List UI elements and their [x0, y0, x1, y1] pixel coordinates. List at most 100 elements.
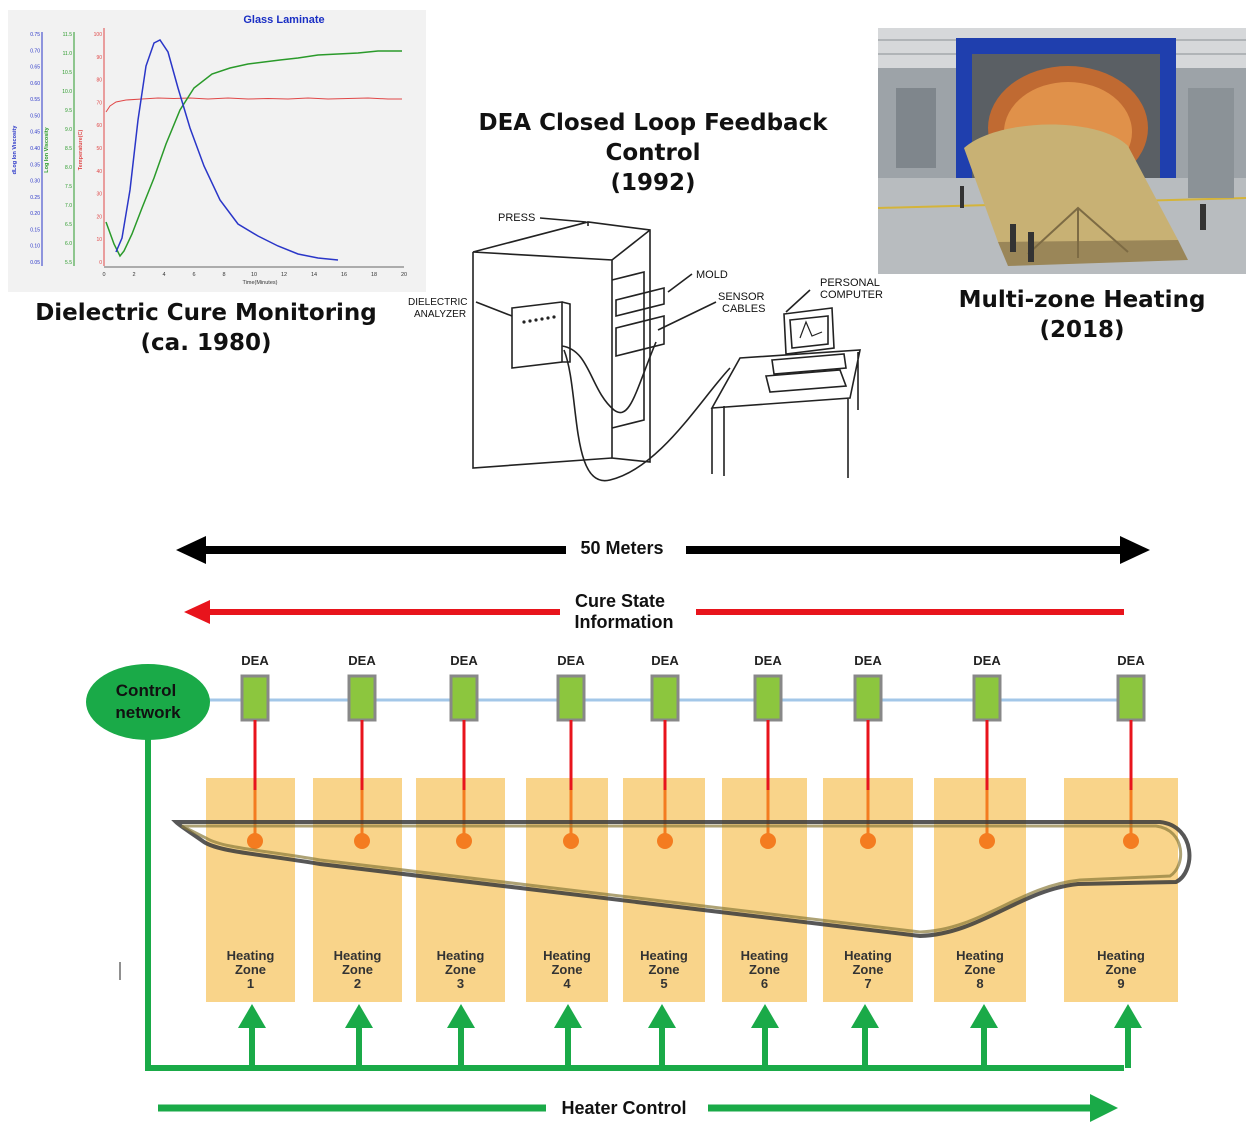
y2-tick-label: 9.5: [65, 108, 72, 114]
dea-label: DEA: [348, 653, 376, 668]
heating-caption: Multi-zone Heating (2018): [916, 285, 1248, 345]
x-tick-label: 8: [222, 272, 225, 278]
part-outline: [171, 820, 1192, 939]
dea-box: [1116, 674, 1146, 722]
dea-label: DEA: [450, 653, 478, 668]
y1-tick-label: 0.55: [30, 97, 40, 103]
y3-tick-label: 0: [99, 260, 102, 266]
cure-caption-line1: Dielectric Cure Monitoring: [35, 300, 377, 326]
heater-control-arrow: Heater Control: [158, 1094, 1118, 1122]
heating-zone-label: Heating: [640, 948, 688, 963]
heater-arrow-head: [970, 1004, 998, 1028]
pc-table: [710, 349, 861, 478]
dea-box: [853, 674, 883, 722]
heating-zone-label: Zone: [964, 962, 995, 977]
press-opening: [611, 270, 645, 429]
sensor-label-2: CABLES: [722, 303, 765, 315]
heater-arrow-head: [851, 1004, 879, 1028]
heating-zone-label: 7: [864, 976, 871, 991]
heating-zone-label: 1: [247, 976, 254, 991]
heating-zone-label: Zone: [749, 962, 780, 977]
heating-zones: HeatingZone1HeatingZone2HeatingZone3Heat…: [206, 653, 1178, 1068]
analyzer-label-2: ANALYZER: [414, 309, 466, 320]
dea-sensor-9: DEA: [1116, 653, 1146, 849]
dea-caption-line3: (1992): [610, 170, 696, 196]
heating-zone-label: Zone: [235, 962, 266, 977]
dea-sensor-point: [247, 833, 263, 849]
dea-box: [240, 674, 270, 722]
y-axis-label-deriv: dLog Ion Viscosity: [12, 125, 18, 175]
heater-arrow-head: [1114, 1004, 1142, 1028]
y3-tick-label: 10: [96, 237, 102, 243]
dea-system-drawing: PRESS MOLD SENSOR CABLES PERSONAL COMPUT…: [408, 212, 883, 482]
dea-sensor-2: DEA: [347, 653, 377, 849]
y1-tick-label: 0.15: [30, 227, 40, 233]
dea-sensor-point: [860, 833, 876, 849]
y1-tick-label: 0.30: [30, 179, 40, 185]
y1-tick-label: 0.65: [30, 65, 40, 71]
dea-label: DEA: [651, 653, 679, 668]
dea-box: [753, 674, 783, 722]
dea-label: DEA: [557, 653, 585, 668]
dea-box: [650, 674, 680, 722]
heating-zone-label: Heating: [437, 948, 485, 963]
length-arrow: 50 Meters: [176, 536, 1150, 564]
heating-zone-label: 9: [1117, 976, 1124, 991]
analyzer-box: [511, 301, 571, 369]
dea-sensor-4: DEA: [556, 653, 586, 849]
heater-arrow-head: [751, 1004, 779, 1028]
dea-sensor-point: [657, 833, 673, 849]
heater-arrow-head: [345, 1004, 373, 1028]
y1-tick-label: 0.50: [30, 113, 40, 119]
dea-sensor-point: [1123, 833, 1139, 849]
heating-caption-line1: Multi-zone Heating: [958, 287, 1206, 313]
dea-label: DEA: [973, 653, 1001, 668]
mold: [615, 286, 665, 358]
dea-sensor-6: DEA: [753, 653, 783, 849]
viscosity-curve: [105, 50, 402, 258]
cure-state-label-1: Cure State: [575, 591, 665, 611]
y2-tick-label: 6.0: [65, 241, 72, 247]
chart-title: Glass Laminate: [243, 14, 324, 26]
sensor-cable: [561, 341, 657, 414]
y2-tick-label: 7.0: [65, 203, 72, 209]
dea-sensor-point: [456, 833, 472, 849]
dea-sensor-5: DEA: [650, 653, 680, 849]
dea-sensor-point: [563, 833, 579, 849]
mold-label: MOLD: [696, 269, 728, 281]
dea-box: [972, 674, 1002, 722]
dea-sensor-7: DEA: [853, 653, 883, 849]
heating-zone-label: Heating: [1097, 948, 1145, 963]
y-axis-label-temp: Temperature(C): [78, 130, 84, 171]
sensor-label-1: SENSOR: [718, 291, 765, 303]
dea-caption-line1: DEA Closed Loop Feedback: [478, 110, 828, 136]
heater-arrow-head: [554, 1004, 582, 1028]
y3-tick-label: 90: [96, 55, 102, 61]
x-tick-label: 20: [401, 272, 407, 278]
x-axis-label: Time(Minutes): [243, 280, 278, 286]
heating-zone-label: Heating: [543, 948, 591, 963]
heating-zone-label: 4: [563, 976, 571, 991]
x-tick-label: 18: [371, 272, 377, 278]
heating-zone-label: 2: [354, 976, 361, 991]
y1-tick-label: 0.10: [30, 244, 40, 250]
y3-tick-label: 30: [96, 192, 102, 198]
y3-tick-label: 20: [96, 214, 102, 220]
pc-keyboard: [764, 369, 848, 393]
heating-zone-label: 5: [660, 976, 667, 991]
heating-zone-label: Zone: [648, 962, 679, 977]
y1-tick-label: 0.60: [30, 81, 40, 87]
y2-tick-label: 10.0: [62, 89, 72, 95]
pc-label-1: PERSONAL: [820, 277, 880, 289]
dea-box: [449, 674, 479, 722]
heating-zone-label: Heating: [334, 948, 382, 963]
dea-label: DEA: [241, 653, 269, 668]
dea-box: [556, 674, 586, 722]
x-tick-label: 10: [251, 272, 257, 278]
heating-zone-label: Zone: [1105, 962, 1136, 977]
dea-label: DEA: [1117, 653, 1145, 668]
length-label: 50 Meters: [580, 538, 663, 558]
heating-zone-label: Heating: [844, 948, 892, 963]
control-network-node: Control network: [86, 664, 210, 740]
